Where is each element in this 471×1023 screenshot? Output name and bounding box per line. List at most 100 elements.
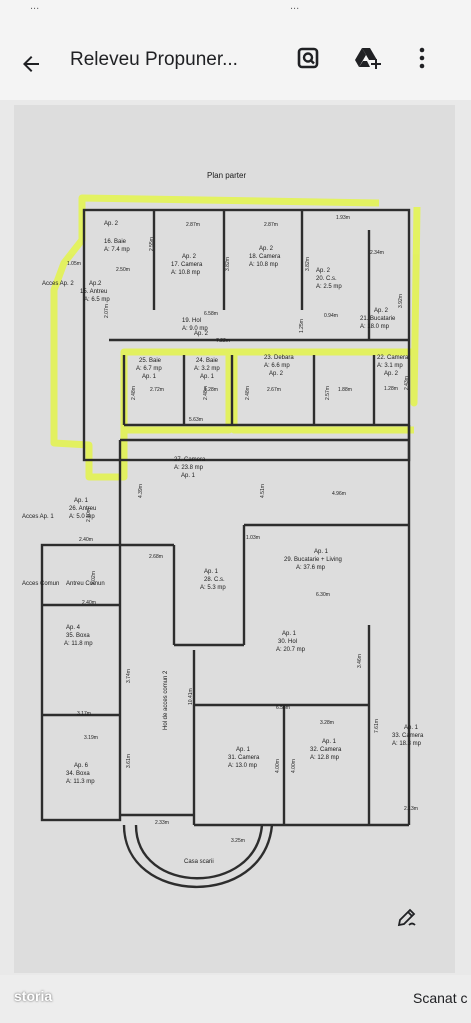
svg-text:2.72m: 2.72m bbox=[150, 387, 164, 393]
room-24: 24. Baie A: 3.2 mp Ap. 1 bbox=[194, 358, 220, 380]
svg-text:2.02m: 2.02m bbox=[91, 571, 97, 585]
svg-text:1.28m: 1.28m bbox=[204, 387, 218, 393]
svg-text:A: 11.3 mp: A: 11.3 mp bbox=[66, 779, 95, 785]
svg-text:30. Hol: 30. Hol bbox=[278, 639, 297, 645]
room-22: 22. Camera A: 3.1 mp Ap. 2 bbox=[377, 355, 409, 377]
room-29: Ap. 1 29. Bucatarie + Living A: 37.6 mp bbox=[284, 549, 342, 571]
access-comun: Acces Comun bbox=[22, 581, 59, 587]
edit-button[interactable] bbox=[390, 900, 424, 934]
svg-text:2.43m: 2.43m bbox=[404, 376, 410, 390]
svg-text:3.46m: 3.46m bbox=[357, 654, 363, 668]
svg-text:2.68m: 2.68m bbox=[149, 554, 163, 560]
access-ap2: Acces Ap. 2 bbox=[42, 281, 74, 287]
svg-text:4.00m: 4.00m bbox=[291, 759, 297, 773]
svg-text:A: 18.3 mp: A: 18.3 mp bbox=[392, 741, 422, 747]
svg-text:3.28m: 3.28m bbox=[320, 720, 334, 726]
arrow-left-icon bbox=[23, 56, 39, 72]
room-31: Ap. 1 31. Camera A: 13.0 mp bbox=[228, 747, 260, 769]
svg-text:2.87m: 2.87m bbox=[186, 222, 200, 228]
svg-text:28. C.s.: 28. C.s. bbox=[204, 577, 225, 583]
svg-text:0.94m: 0.94m bbox=[324, 313, 338, 319]
room-35: Ap. 4 35. Boxa A: 11.8 mp bbox=[64, 625, 93, 647]
svg-text:Ap. 2: Ap. 2 bbox=[384, 371, 399, 377]
room-16: Ap. 2 16. Baie A: 7.4 mp bbox=[104, 221, 130, 253]
room-18: Ap. 2 18. Camera A: 10.8 mp bbox=[249, 246, 281, 268]
svg-text:A: 13.0 mp: A: 13.0 mp bbox=[228, 763, 258, 769]
back-button[interactable] bbox=[14, 48, 48, 80]
svg-text:Ap. 2: Ap. 2 bbox=[194, 331, 209, 337]
room-19: Ap. 2 19. Hol A: 9.0 mp bbox=[182, 318, 209, 337]
svg-text:A: 3.2 mp: A: 3.2 mp bbox=[194, 366, 220, 372]
svg-text:A: 5.0 mp: A: 5.0 mp bbox=[69, 514, 95, 520]
status-bar: ... ... bbox=[0, 0, 471, 14]
svg-text:17. Camera: 17. Camera bbox=[171, 262, 203, 268]
dimensions: 1.93m 2.87m 2.87m 2.34m 2.50m 1.05m 0.94… bbox=[67, 215, 418, 844]
svg-text:2.87m: 2.87m bbox=[264, 222, 278, 228]
scanned-page: Plan parter Acces Ap. 2 Acces Ap. 1 Acce… bbox=[14, 105, 455, 973]
svg-text:1.03m: 1.03m bbox=[246, 535, 260, 541]
svg-text:33. Camera: 33. Camera bbox=[392, 733, 424, 739]
svg-text:A: 6.7 mp: A: 6.7 mp bbox=[136, 366, 162, 372]
svg-text:Ap. 4: Ap. 4 bbox=[66, 625, 81, 631]
svg-text:2.13m: 2.13m bbox=[404, 806, 418, 812]
svg-text:Ap. 2: Ap. 2 bbox=[269, 371, 284, 377]
svg-text:Ap. 6: Ap. 6 bbox=[74, 763, 89, 769]
svg-text:2.50m: 2.50m bbox=[116, 267, 130, 273]
floor-plan: Plan parter Acces Ap. 2 Acces Ap. 1 Acce… bbox=[22, 171, 424, 889]
dimensions-vertical: 10.41m 3.74m 3.61m 4.00m 4.00m 7.61m 3.4… bbox=[86, 237, 410, 773]
svg-text:Ap.2: Ap.2 bbox=[89, 281, 102, 287]
drive-add-button[interactable] bbox=[350, 42, 386, 74]
svg-text:Ap. 2: Ap. 2 bbox=[182, 254, 197, 260]
svg-text:6.58m: 6.58m bbox=[276, 705, 290, 711]
more-options-button[interactable] bbox=[410, 42, 434, 74]
room-32: Ap. 1 32. Camera A: 12.8 mp bbox=[310, 739, 342, 761]
lens-button[interactable] bbox=[292, 42, 324, 74]
svg-text:19. Hol: 19. Hol bbox=[182, 318, 201, 324]
svg-text:7.22m: 7.22m bbox=[216, 338, 230, 344]
room-25: 25. Baie A: 6.7 mp Ap. 1 bbox=[136, 358, 162, 380]
room-34: Ap. 6 34. Boxa A: 11.3 mp bbox=[66, 763, 95, 785]
svg-text:3.74m: 3.74m bbox=[126, 669, 132, 683]
svg-text:27. Camera: 27. Camera bbox=[174, 457, 206, 463]
stair-label: Casa scarii bbox=[184, 859, 214, 865]
svg-text:A: 5.3 mp: A: 5.3 mp bbox=[200, 585, 226, 591]
svg-text:15. Antreu: 15. Antreu bbox=[80, 289, 107, 295]
svg-text:A: 10.8 mp: A: 10.8 mp bbox=[171, 270, 201, 276]
svg-text:31. Camera: 31. Camera bbox=[228, 755, 260, 761]
svg-text:4.51m: 4.51m bbox=[260, 484, 266, 498]
svg-text:A: 2.5 mp: A: 2.5 mp bbox=[316, 284, 342, 290]
svg-text:Ap. 1: Ap. 1 bbox=[204, 569, 219, 575]
walls bbox=[40, 208, 411, 889]
svg-text:7.61m: 7.61m bbox=[374, 719, 380, 733]
svg-text:3.82m: 3.82m bbox=[225, 257, 231, 271]
corridor-label: Hol de acces comun 2 bbox=[163, 670, 169, 730]
room-23: 23. Debara A: 6.6 mp Ap. 2 bbox=[264, 355, 294, 377]
svg-text:Ap. 1: Ap. 1 bbox=[200, 374, 215, 380]
svg-text:24. Baie: 24. Baie bbox=[196, 358, 219, 364]
svg-text:Antreu Comun: Antreu Comun bbox=[66, 581, 105, 587]
svg-text:6.58m: 6.58m bbox=[204, 311, 218, 317]
svg-text:3.92m: 3.92m bbox=[398, 294, 404, 308]
access-ap1: Acces Ap. 1 bbox=[22, 514, 54, 520]
room-28: Ap. 1 28. C.s. A: 5.3 mp bbox=[200, 569, 226, 591]
svg-text:A: 9.0 mp: A: 9.0 mp bbox=[182, 326, 208, 332]
room-antreu-comun: Antreu Comun bbox=[66, 581, 105, 587]
svg-text:2.10m: 2.10m bbox=[86, 508, 92, 522]
svg-text:Ap. 1: Ap. 1 bbox=[181, 473, 196, 479]
svg-text:18. Camera: 18. Camera bbox=[249, 254, 281, 260]
svg-text:A: 6.6 mp: A: 6.6 mp bbox=[264, 363, 290, 369]
svg-text:A: 18.0 mp: A: 18.0 mp bbox=[360, 324, 390, 330]
svg-text:3.17m: 3.17m bbox=[77, 711, 91, 717]
svg-text:23. Debara: 23. Debara bbox=[264, 355, 294, 361]
svg-text:A: 23.8 mp: A: 23.8 mp bbox=[174, 465, 204, 471]
document-viewer[interactable]: Plan parter Acces Ap. 2 Acces Ap. 1 Acce… bbox=[0, 100, 471, 975]
svg-text:2.40m: 2.40m bbox=[79, 537, 93, 543]
svg-text:Ap. 1: Ap. 1 bbox=[404, 725, 419, 731]
svg-text:29. Bucatarie + Living: 29. Bucatarie + Living bbox=[284, 557, 342, 563]
svg-text:22. Camera: 22. Camera bbox=[377, 355, 409, 361]
svg-text:Ap. 1: Ap. 1 bbox=[236, 747, 251, 753]
svg-text:3.61m: 3.61m bbox=[126, 754, 132, 768]
room-20: Ap. 2 20. C.s. A: 2.5 mp bbox=[316, 268, 342, 290]
svg-text:2.40m: 2.40m bbox=[82, 600, 96, 606]
svg-text:Ap. 1: Ap. 1 bbox=[282, 631, 297, 637]
